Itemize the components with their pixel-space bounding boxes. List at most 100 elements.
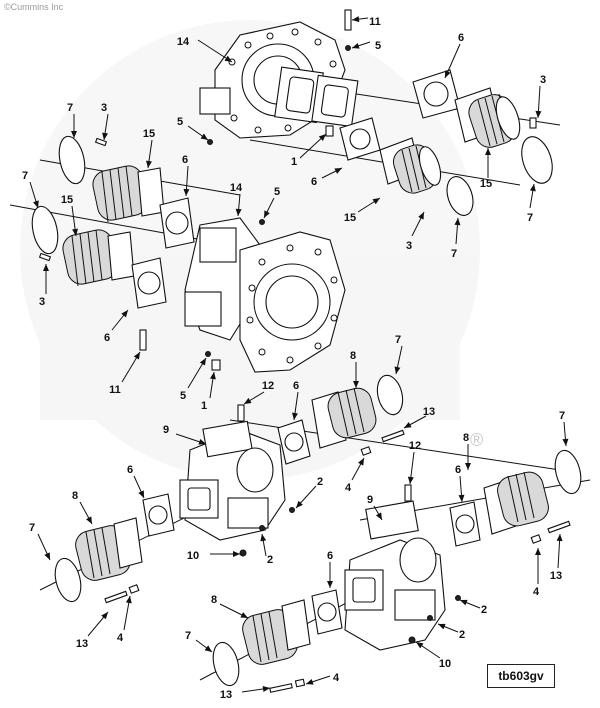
callout-number: 5 xyxy=(180,390,186,402)
callout-7: 7 xyxy=(451,217,461,260)
callout-number: 7 xyxy=(185,630,191,642)
callout-6: 6 xyxy=(104,309,129,344)
gasket-bottom-a xyxy=(277,419,311,465)
leader-arrowhead xyxy=(445,70,451,78)
callout-7: 7 xyxy=(67,102,77,138)
studs-and-nuts xyxy=(104,429,571,693)
callout-8: 8 xyxy=(350,350,359,388)
callout-number: 7 xyxy=(22,170,28,182)
figure-id-label: tb603gv xyxy=(487,664,555,688)
callout-number: 7 xyxy=(29,522,35,534)
leader-arrowhead xyxy=(244,397,252,404)
callout-number: 10 xyxy=(439,658,451,670)
leader-arrowhead xyxy=(262,686,270,692)
callout-12: 12 xyxy=(243,380,274,405)
callout-number: 1 xyxy=(201,400,207,412)
leader-arrowhead xyxy=(529,184,536,192)
callout-number: 7 xyxy=(559,410,565,422)
callout-7: 7 xyxy=(29,522,51,561)
callout-5: 5 xyxy=(351,40,381,52)
callout-number: 2 xyxy=(481,604,487,616)
callout-15: 15 xyxy=(143,128,155,169)
mounting-flange-middle xyxy=(139,217,346,373)
leader-arrowhead xyxy=(292,412,298,420)
clamp-bottom-a xyxy=(376,374,404,416)
callout-number: 15 xyxy=(61,194,73,206)
callout-4: 4 xyxy=(533,548,541,598)
callout-number: 8 xyxy=(463,432,469,444)
callout-number: 5 xyxy=(375,40,381,52)
callout-number: 6 xyxy=(455,464,461,476)
gasket-upper-mid xyxy=(339,117,381,161)
callout-2: 2 xyxy=(260,533,273,566)
callout-10: 10 xyxy=(187,550,240,562)
bellows-bottom-d xyxy=(242,599,311,665)
leader-arrowhead xyxy=(86,516,92,524)
leader-arrowhead xyxy=(358,458,364,466)
leader-arrowhead xyxy=(535,548,541,555)
leader-arrowhead xyxy=(460,599,468,606)
callout-1: 1 xyxy=(201,371,216,412)
leader-arrowhead xyxy=(204,645,212,652)
callout-number: 2 xyxy=(317,476,323,488)
leader-arrowhead xyxy=(352,42,360,49)
leader-arrowhead xyxy=(125,596,132,604)
callout-9: 9 xyxy=(367,494,383,521)
leader-arrowhead xyxy=(183,188,190,196)
leader-arrowhead xyxy=(438,623,446,630)
leader-arrowhead xyxy=(458,494,465,502)
clamp-bottom-c xyxy=(554,449,582,495)
capscrew-left-upper xyxy=(94,137,108,147)
bellows-bottom-c xyxy=(483,471,549,535)
callout-number: 14 xyxy=(230,182,243,194)
callout-15: 15 xyxy=(480,148,492,190)
callout-number: 6 xyxy=(458,32,464,44)
callout-2: 2 xyxy=(295,476,323,509)
leader-arrowhead xyxy=(418,212,424,220)
leader-arrowhead xyxy=(264,210,270,218)
callout-number: 13 xyxy=(550,570,562,582)
callout-number: 7 xyxy=(451,248,457,260)
callout-6: 6 xyxy=(311,167,343,188)
callout-number: 11 xyxy=(109,384,121,396)
callout-number: 8 xyxy=(211,594,217,606)
leader-arrowhead xyxy=(404,422,412,428)
leader-arrowhead xyxy=(43,264,49,271)
callout-number: 15 xyxy=(143,128,155,140)
bellows-bottom-a xyxy=(311,387,377,449)
leader-arrowhead xyxy=(198,438,206,445)
callout-number: 13 xyxy=(220,689,232,701)
leader-arrowhead xyxy=(296,500,303,508)
callout-4: 4 xyxy=(345,457,365,494)
leader-arrowhead xyxy=(318,134,326,141)
bellows-upper-mid xyxy=(379,137,442,194)
leader-arrowhead xyxy=(199,358,206,366)
leader-arrowhead xyxy=(416,642,424,649)
callout-9: 9 xyxy=(163,424,207,445)
callout-2: 2 xyxy=(459,599,487,616)
callout-number: 5 xyxy=(177,116,183,128)
callout-number: 6 xyxy=(293,380,299,392)
leader-arrowhead xyxy=(556,534,563,542)
callout-number: 4 xyxy=(117,632,124,644)
callout-5: 5 xyxy=(177,116,209,141)
callout-14: 14 xyxy=(177,36,233,63)
callout-number: 12 xyxy=(262,380,274,392)
callout-8: 8 xyxy=(211,594,249,619)
callout-number: 3 xyxy=(101,102,107,114)
callout-13: 13 xyxy=(220,686,271,701)
callout-7: 7 xyxy=(394,334,403,375)
gasket-upper-right xyxy=(412,69,461,119)
leader-arrowhead xyxy=(240,612,248,618)
callout-number: 9 xyxy=(163,424,169,436)
callout-number: 1 xyxy=(291,156,297,168)
callout-6: 6 xyxy=(444,32,464,79)
callout-6: 6 xyxy=(127,464,145,499)
leader-arrowhead xyxy=(334,168,342,174)
clamp-left-upper xyxy=(58,135,86,185)
leader-arrowhead xyxy=(327,581,333,588)
leader-arrowhead xyxy=(101,612,108,620)
leader-arrowhead xyxy=(375,512,382,520)
copyright-notice: ©Cummins Inc xyxy=(4,2,64,12)
